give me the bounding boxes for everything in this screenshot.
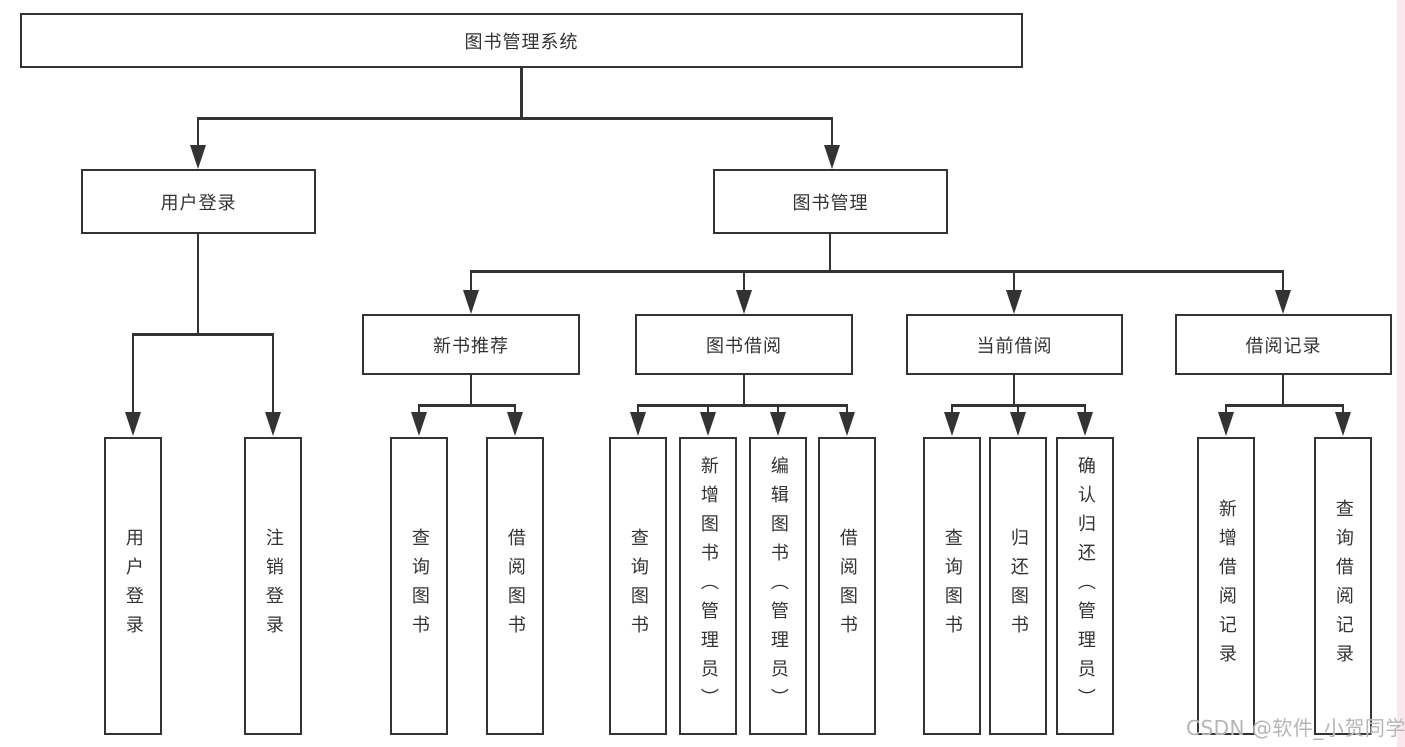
connector-stem-leaf	[1016, 406, 1020, 414]
leaf-edit-books-admin: 编辑图书（管理员）	[749, 437, 807, 735]
arrowhead-down-icon	[1275, 290, 1291, 314]
leaf-query-borrow-records: 查询借阅记录	[1314, 437, 1372, 735]
node-borrowing-records: 借阅记录	[1175, 314, 1392, 375]
node-library-management-system: 图书管理系统	[20, 13, 1023, 68]
connector-section-drop	[742, 375, 746, 406]
csdn-watermark: CSDN @软件_小贺同学	[1186, 716, 1405, 740]
leaf-label: 确认归还（管理员）	[1074, 455, 1096, 717]
arrowhead-down-icon	[265, 412, 281, 436]
connector-stem-leaf	[706, 406, 710, 414]
leaf-label: 编辑图书（管理员）	[767, 455, 789, 717]
connector-stem-section	[1012, 271, 1016, 291]
connector-stem-leaf	[1224, 406, 1228, 414]
node-book-management: 图书管理	[713, 169, 948, 234]
arrowhead-down-icon	[630, 412, 646, 436]
connector-user-login-drop	[196, 234, 200, 334]
leaf-label: 用户登录	[122, 528, 144, 644]
connector-section-rail	[950, 404, 1087, 407]
leaf-query-books-recommend: 查询图书	[390, 437, 448, 735]
leaf-user-login: 用户登录	[104, 437, 162, 735]
arrowhead-down-icon	[1077, 412, 1093, 436]
connector-section-drop	[1281, 375, 1285, 406]
connector-stem-leaf	[950, 406, 954, 414]
connector-stem-leaf	[417, 406, 421, 414]
arrowhead-down-icon	[507, 412, 523, 436]
arrowhead-down-icon	[770, 412, 786, 436]
right-edge-tint	[1397, 0, 1405, 747]
leaf-label: 借阅图书	[836, 528, 858, 644]
leaf-label: 查询借阅记录	[1332, 499, 1354, 673]
connector-level3-rail	[469, 270, 1285, 273]
leaf-query-books-current: 查询图书	[923, 437, 981, 735]
node-user-login: 用户登录	[81, 169, 316, 234]
connector-stem-leaf	[1341, 406, 1345, 414]
leaf-label: 新增图书（管理员）	[697, 455, 719, 717]
leaf-label: 归还图书	[1007, 528, 1029, 644]
connector-stem-leaf	[845, 406, 849, 414]
leaf-query-books-borrowing: 查询图书	[609, 437, 667, 735]
connector-book-management-drop	[828, 234, 832, 271]
connector-section-drop	[1012, 375, 1016, 406]
connector-stem-leaf	[636, 406, 640, 414]
connector-section-rail	[636, 404, 849, 407]
arrowhead-down-icon	[463, 290, 479, 314]
arrowhead-down-icon	[411, 412, 427, 436]
arrowhead-down-icon	[1335, 412, 1351, 436]
leaf-confirm-return-admin: 确认归还（管理员）	[1056, 437, 1114, 735]
leaf-label: 查询图书	[627, 528, 649, 644]
leaf-add-borrow-record: 新增借阅记录	[1197, 437, 1255, 735]
node-book-borrowing: 图书借阅	[635, 314, 853, 375]
connector-stem-section	[469, 271, 473, 291]
connector-stem-leaf	[271, 334, 275, 412]
arrowhead-down-icon	[1006, 290, 1022, 314]
node-new-book-recommendation: 新书推荐	[362, 314, 580, 375]
arrowhead-down-icon	[736, 290, 752, 314]
connector-stem-user-login	[196, 119, 200, 147]
arrowhead-down-icon	[1218, 412, 1234, 436]
connector-level1-rail	[196, 117, 834, 120]
arrowhead-down-icon	[700, 412, 716, 436]
leaf-add-books-admin: 新增图书（管理员）	[679, 437, 737, 735]
connector-stem-leaf	[776, 406, 780, 414]
connector-user-login-rail	[131, 333, 275, 336]
connector-section-rail	[417, 404, 517, 407]
arrowhead-down-icon	[190, 145, 206, 169]
arrowhead-down-icon	[125, 412, 141, 436]
arrowhead-down-icon	[944, 412, 960, 436]
connector-stem-leaf	[131, 334, 135, 412]
connector-stem-book-management	[830, 119, 834, 147]
arrowhead-down-icon	[824, 145, 840, 169]
leaf-borrow-books: 借阅图书	[818, 437, 876, 735]
leaf-return-books: 归还图书	[989, 437, 1047, 735]
connector-section-rail	[1224, 404, 1345, 407]
arrowhead-down-icon	[1010, 412, 1026, 436]
connector-root-drop	[520, 68, 523, 120]
leaf-label: 查询图书	[408, 528, 430, 644]
connector-section-drop	[469, 375, 473, 406]
leaf-borrow-books-recommend: 借阅图书	[486, 437, 544, 735]
leaf-label: 查询图书	[941, 528, 963, 644]
arrowhead-down-icon	[839, 412, 855, 436]
node-current-borrowing: 当前借阅	[906, 314, 1123, 375]
leaf-logout: 注销登录	[244, 437, 302, 735]
connector-stem-section	[1281, 271, 1285, 291]
leaf-label: 新增借阅记录	[1215, 499, 1237, 673]
connector-stem-section	[742, 271, 746, 291]
leaf-label: 借阅图书	[504, 528, 526, 644]
leaf-label: 注销登录	[262, 528, 284, 644]
connector-stem-leaf	[1083, 406, 1087, 414]
connector-stem-leaf	[513, 406, 517, 414]
